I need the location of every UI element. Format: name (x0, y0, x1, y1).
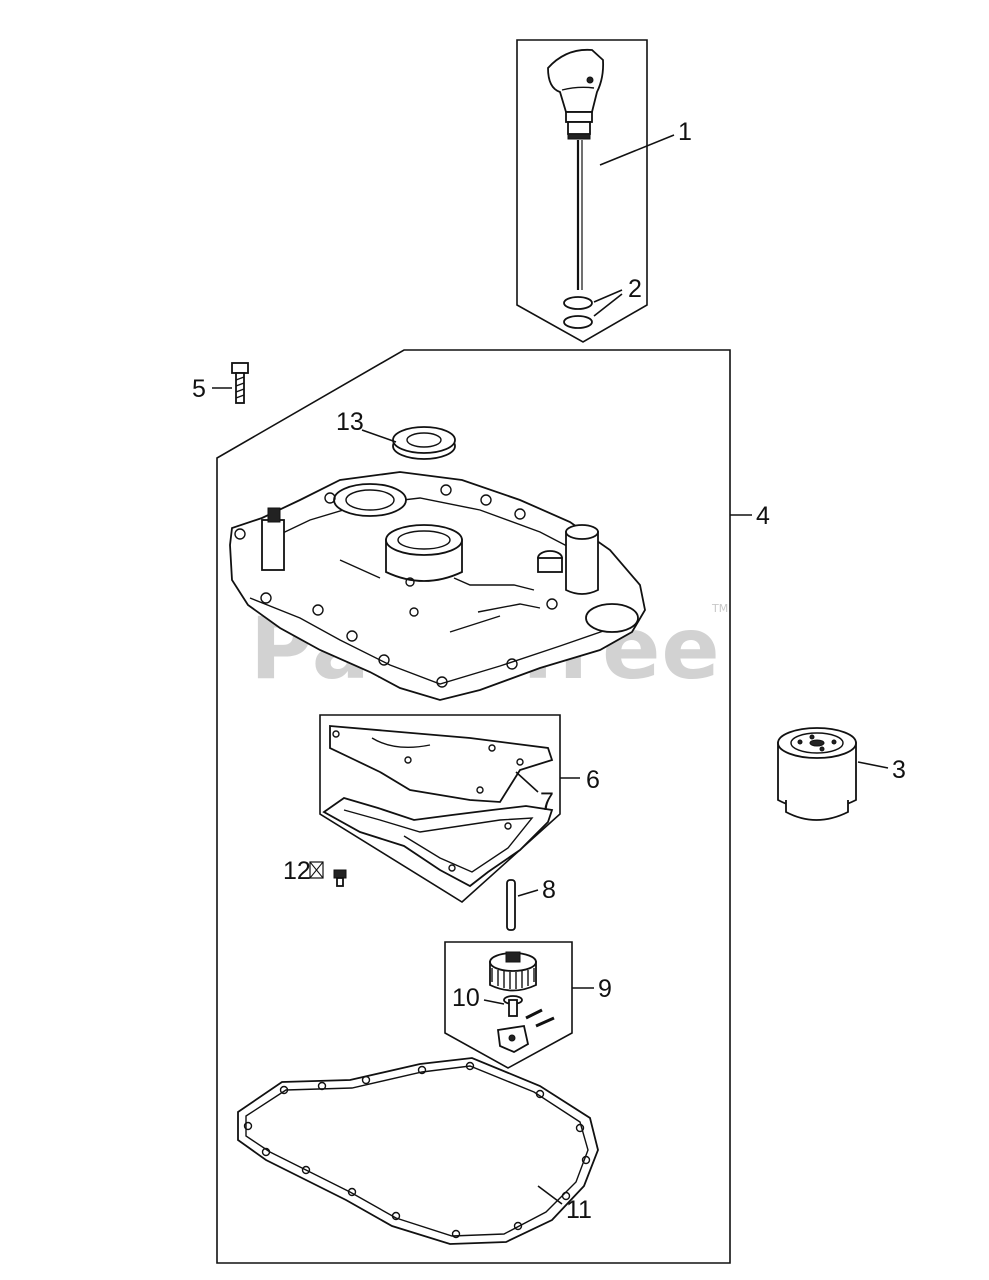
fill-spout (565, 531, 599, 595)
callout-10: 10 (452, 984, 480, 1012)
screw-head (333, 869, 347, 879)
callout-5: 5 (192, 375, 206, 403)
gasket-upper (329, 725, 554, 803)
callout-7: 7 (540, 788, 554, 816)
callout-12: 12 (283, 857, 311, 885)
bearing-boss (385, 524, 463, 556)
cover-outline (229, 471, 646, 701)
base-gasket-group: 11 (237, 1057, 599, 1245)
callout-3: 3 (892, 756, 906, 784)
dipstick-assembly-group: 1 2 (516, 39, 692, 343)
oil-seal-group: 13 (336, 408, 456, 460)
callout-6: 6 (586, 766, 600, 794)
oil-seal (392, 426, 456, 454)
bolt-group: 5 (192, 362, 249, 404)
callout-11: 11 (566, 1196, 592, 1224)
dipstick-group-frame (516, 39, 648, 343)
dowel-pin (506, 879, 516, 931)
o-ring-lower (563, 315, 593, 329)
crankcase-cover (229, 471, 646, 701)
watermark-trademark: TM (711, 602, 728, 615)
bolt-head (231, 362, 249, 374)
gasket-group-frame (319, 714, 561, 903)
o-ring-upper (563, 296, 593, 310)
crankcase-group-frame (216, 349, 731, 1264)
oil-pump-group-frame (444, 941, 573, 1069)
pump-shaft (508, 999, 518, 1017)
base-gasket (237, 1057, 599, 1245)
callout-13: 13 (336, 408, 364, 436)
gasket-lower-plate (322, 797, 554, 888)
dipstick-handle (547, 48, 605, 113)
dowel-pin-group: 8 (506, 876, 556, 931)
callout-8: 8 (542, 876, 556, 904)
callout-1: 1 (678, 118, 692, 146)
callout-2: 2 (628, 275, 642, 303)
oil-pump-group: 9 10 (444, 941, 612, 1069)
oil-filter-group: 3 (777, 727, 906, 821)
screw-group: 12 (283, 857, 347, 887)
callout-9: 9 (598, 975, 612, 1003)
gasket-group: 6 7 (319, 714, 600, 903)
callout-4: 4 (756, 502, 770, 530)
